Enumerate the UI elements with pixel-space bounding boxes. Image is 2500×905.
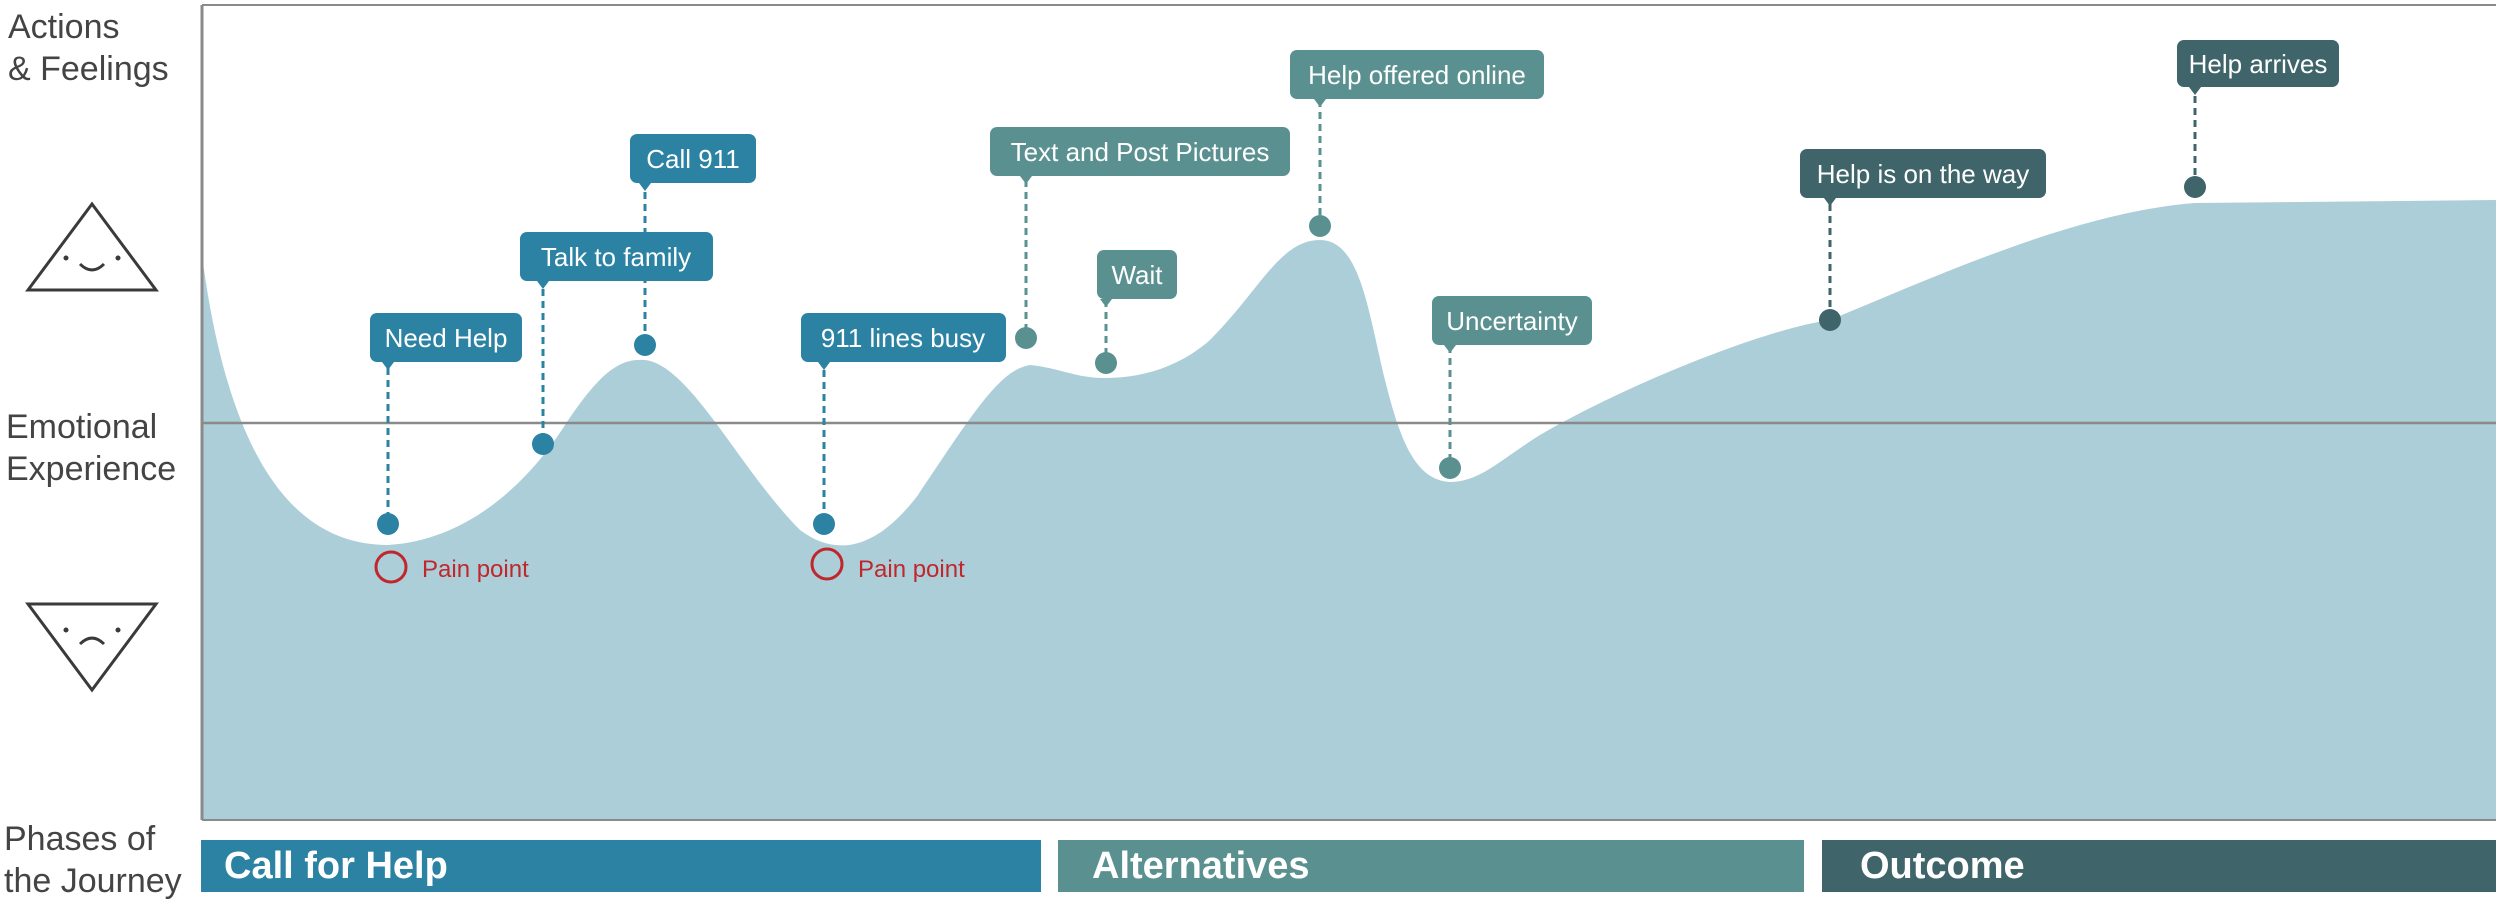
emotional-experience-label: Emotional Experience — [6, 408, 176, 488]
pain-point-marker: Pain point — [810, 547, 965, 583]
phase-label: Outcome — [1860, 845, 2025, 887]
step-911-lines-busy: 911 lines busy — [801, 313, 1006, 535]
step-help-is-on-the-way: Help is on the way — [1800, 149, 2046, 331]
phase-outcome: Outcome — [1822, 840, 2496, 892]
step-callout-pointer — [382, 362, 394, 370]
step-callout-pointer — [1100, 299, 1112, 307]
step-callout-box — [990, 127, 1290, 176]
step-callout-pointer — [818, 362, 830, 370]
phase-call-for-help: Call for Help — [201, 840, 1041, 892]
emotional-experience-label-line-1: Emotional — [6, 408, 157, 446]
emotional-experience-label-line-2: Experience — [6, 450, 176, 488]
step-dot — [1819, 309, 1841, 331]
pain-point-circle-icon — [810, 547, 844, 581]
step-label: Help arrives — [2189, 49, 2328, 79]
step-callout-box — [1097, 250, 1177, 299]
phase-bar — [201, 840, 1041, 892]
step-callout-box — [801, 313, 1006, 362]
step-dot — [2184, 176, 2206, 198]
step-label: Need Help — [385, 323, 508, 353]
step-need-help: Need Help — [370, 313, 522, 535]
step-dot — [1015, 327, 1037, 349]
phase-alternatives: Alternatives — [1058, 840, 1804, 892]
step-help-offered-online: Help offered online — [1290, 50, 1544, 237]
pain-point-circle-icon — [374, 550, 408, 584]
phase-bar — [1058, 840, 1804, 892]
step-callout-box — [1432, 296, 1592, 345]
step-callout-pointer — [1020, 176, 1032, 184]
actions-feelings-label: Actions & Feelings — [8, 8, 169, 88]
emotion-curve-area — [202, 200, 2496, 820]
happy-face-icon — [25, 201, 159, 292]
phases-journey-label-line-1: Phases of — [4, 820, 156, 858]
step-dot — [1095, 352, 1117, 374]
step-label: Uncertainty — [1446, 306, 1578, 336]
step-label: Talk to family — [541, 242, 691, 272]
step-label: Call 911 — [646, 144, 739, 174]
step-dot — [813, 513, 835, 535]
step-callout-pointer — [537, 281, 549, 289]
phase-label: Call for Help — [224, 845, 448, 887]
step-callout-pointer — [1824, 198, 1836, 206]
step-callout-pointer — [1314, 99, 1326, 107]
sad-face-icon — [25, 602, 159, 693]
step-dot — [1309, 215, 1331, 237]
step-help-arrives: Help arrives — [2177, 40, 2339, 198]
step-dot — [1439, 457, 1461, 479]
step-callout-pointer — [2189, 87, 2201, 95]
pain-points: Pain point Pain point — [374, 547, 965, 584]
actions-feelings-label-line-1: Actions — [8, 8, 120, 46]
step-callout-pointer — [1444, 345, 1456, 353]
step-label: Text and Post Pictures — [1011, 137, 1270, 167]
step-label: Wait — [1111, 260, 1163, 290]
pain-point-marker: Pain point — [374, 550, 529, 584]
step-dot — [377, 513, 399, 535]
step-text-and-post-pictures: Text and Post Pictures — [990, 127, 1290, 349]
step-callout-box — [2177, 40, 2339, 87]
actions-feelings-label-line-2: & Feelings — [8, 50, 169, 88]
step-callout-box — [630, 134, 756, 183]
step-talk-to-family: Talk to family — [520, 232, 713, 455]
phase-label: Alternatives — [1092, 845, 1310, 887]
step-wait: Wait — [1095, 250, 1177, 374]
step-callout-box — [1290, 50, 1544, 99]
step-label: 911 lines busy — [821, 323, 985, 353]
step-callout-pointer — [639, 183, 651, 191]
step-callout-box — [1800, 149, 2046, 198]
phases-journey-label-line-2: the Journey — [4, 862, 182, 900]
phases-journey-label: Phases of the Journey — [4, 820, 182, 900]
step-dot — [634, 334, 656, 356]
step-label: Help offered online — [1308, 60, 1526, 90]
step-uncertainty: Uncertainty — [1432, 296, 1592, 479]
phase-bars: Call for Help Alternatives Outcome — [201, 840, 2496, 892]
phase-bar — [1822, 840, 2496, 892]
step-callout-box — [370, 313, 522, 362]
journey-steps: Need Help Talk to family Call 911 911 li… — [370, 40, 2339, 535]
step-call-911: Call 911 — [630, 134, 756, 356]
step-dot — [532, 433, 554, 455]
step-label: Help is on the way — [1817, 159, 2029, 189]
pain-point-label: Pain point — [858, 556, 965, 583]
step-callout-box — [520, 232, 713, 281]
pain-point-label: Pain point — [422, 556, 529, 583]
